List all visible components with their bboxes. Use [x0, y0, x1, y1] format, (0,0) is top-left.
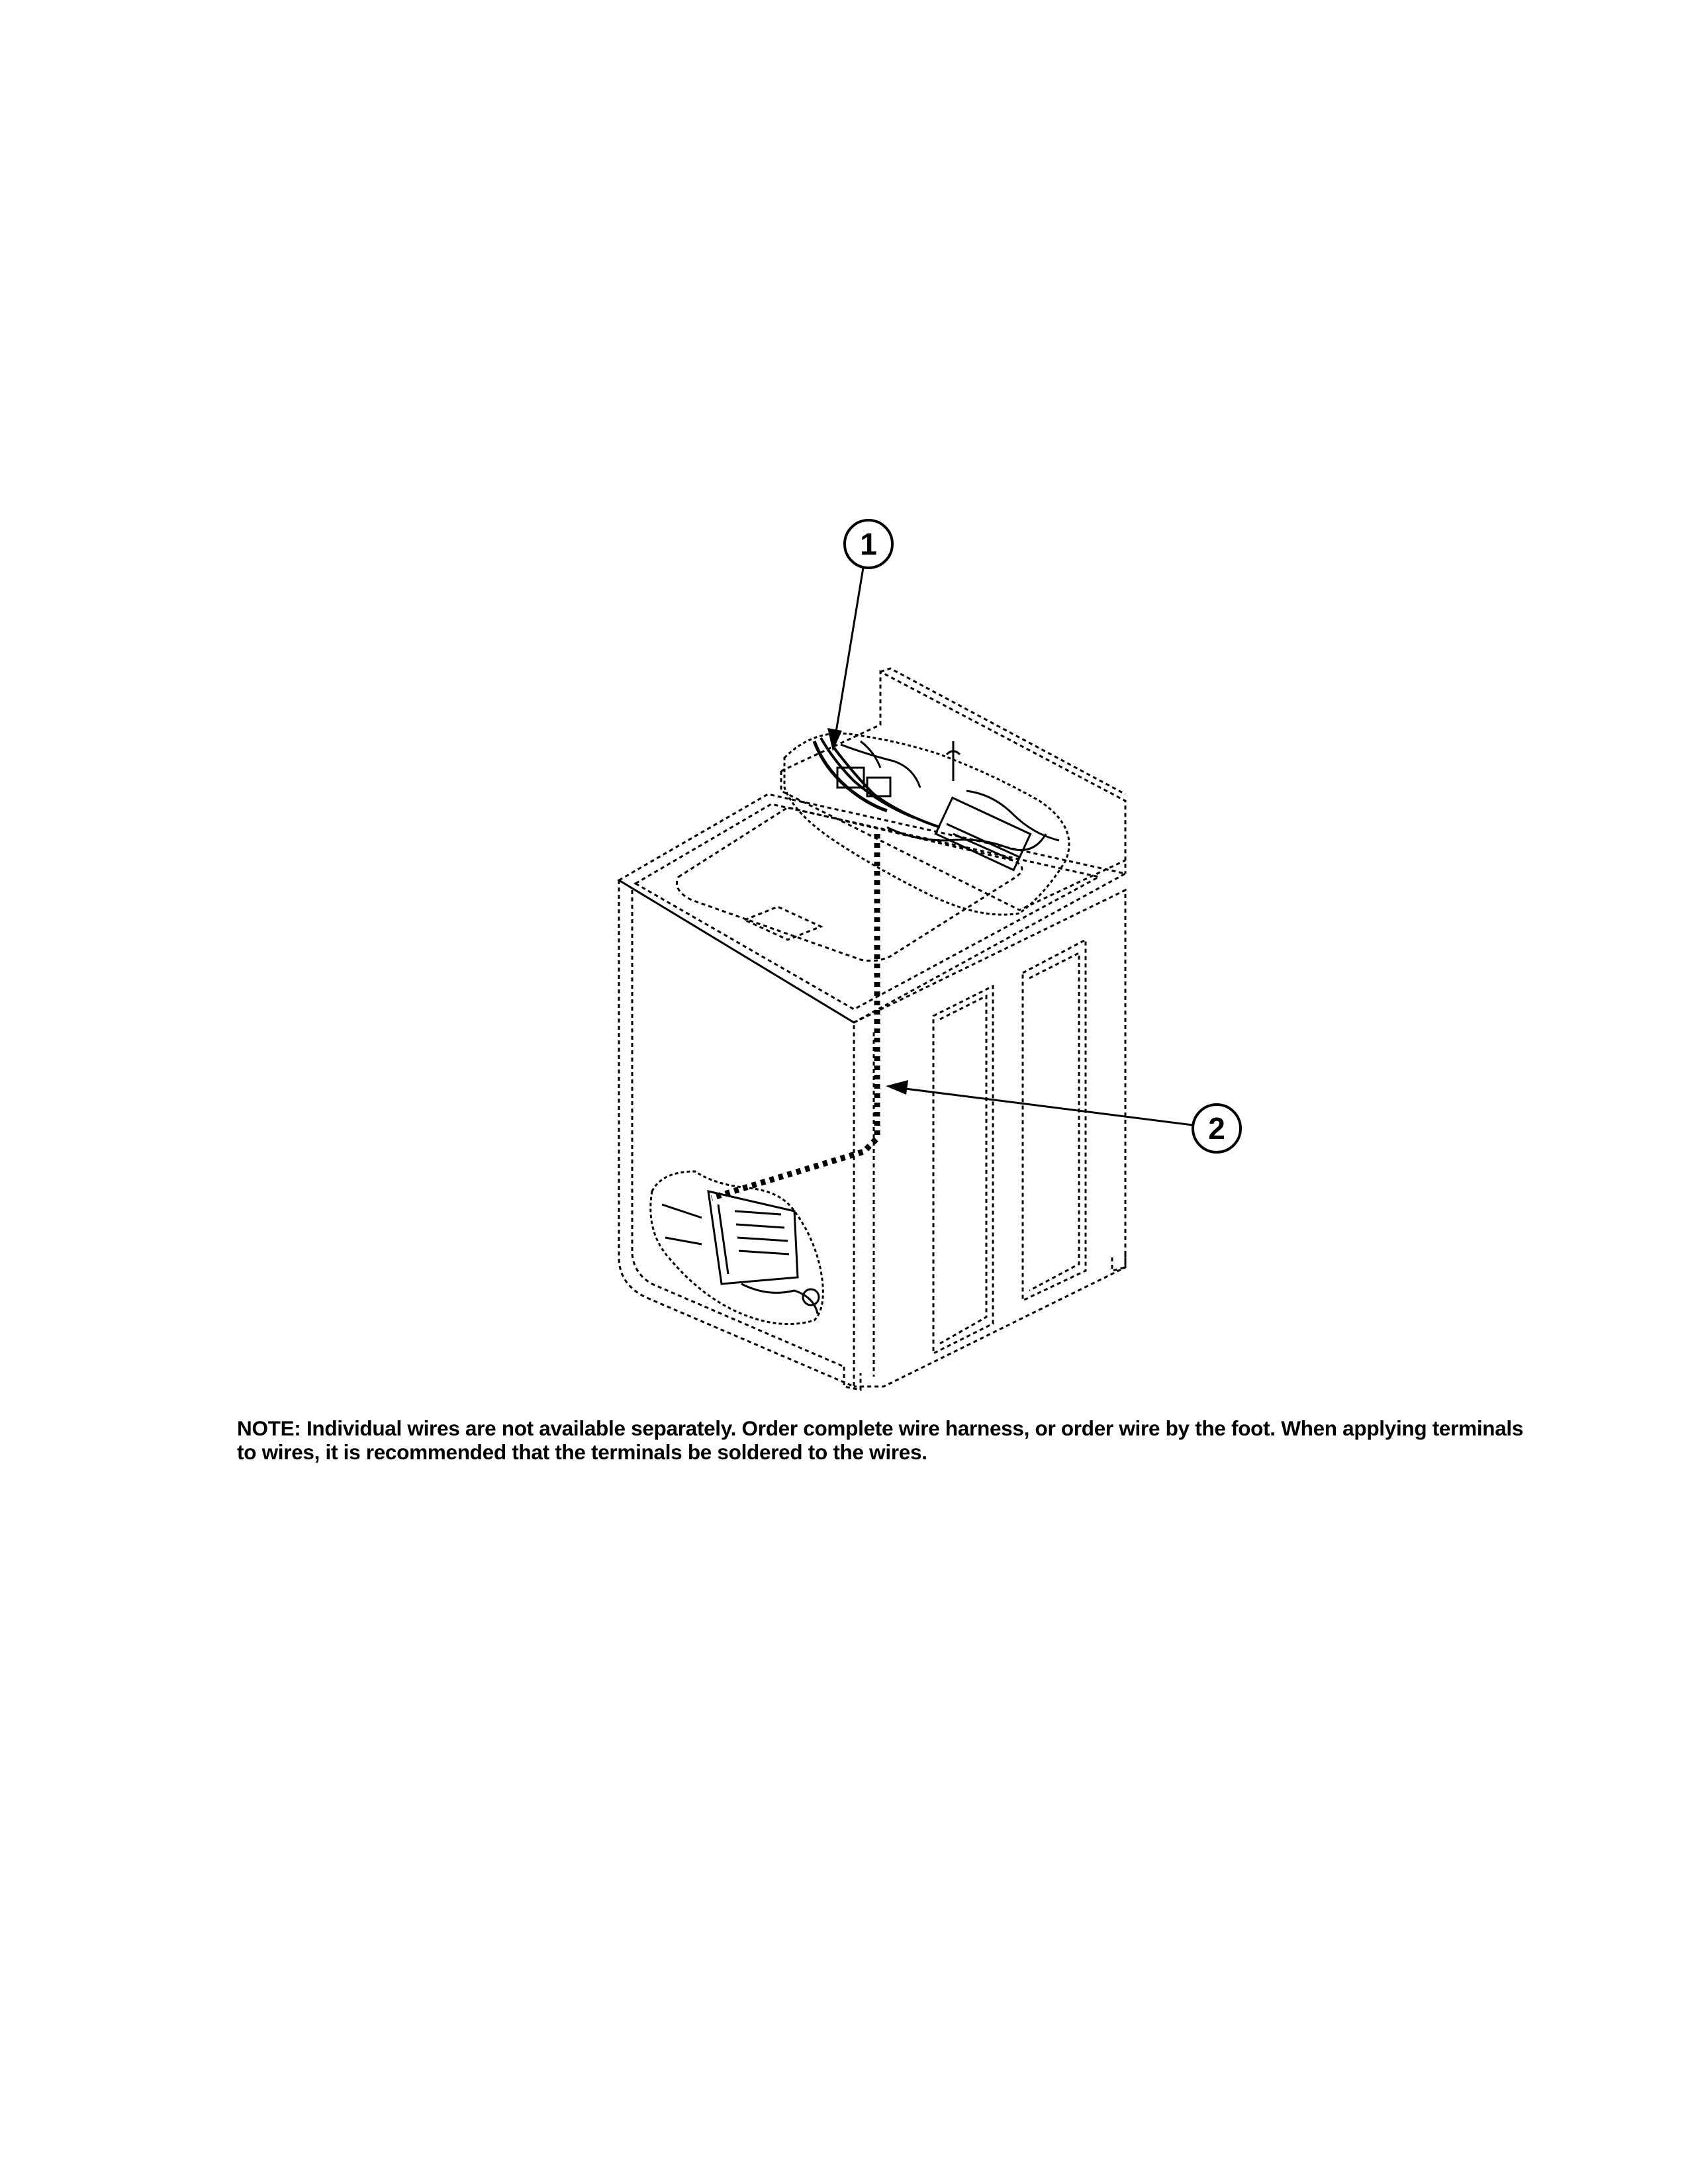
callout-1-leader: [834, 567, 865, 737]
note-text: NOTE: Individual wires are not available…: [237, 1416, 1524, 1464]
washer-cabinet: [617, 667, 1129, 1391]
callout-2-label: 2: [1208, 1111, 1225, 1146]
callout-1-circle: [843, 519, 894, 569]
callout-2: 2: [886, 1080, 1242, 1154]
callout-2-circle: [1192, 1103, 1242, 1154]
harness-route: [710, 834, 880, 1201]
callout-2-arrowhead: [886, 1080, 908, 1095]
base-cutaway: [649, 1170, 824, 1326]
console-cutaway: [783, 732, 1070, 916]
callout-1-label: 1: [860, 527, 877, 561]
callout-1: 1: [827, 519, 894, 751]
callout-1-arrowhead: [827, 728, 842, 751]
callout-2-leader: [900, 1087, 1194, 1126]
